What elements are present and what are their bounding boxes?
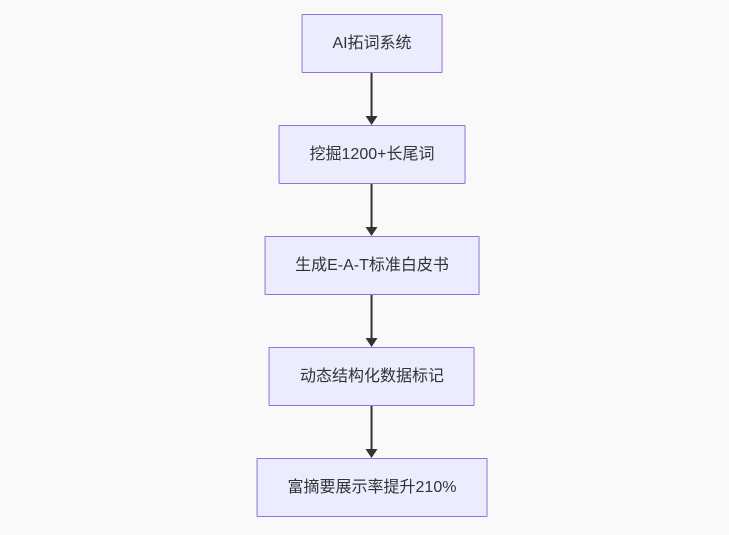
flow-node-structured-data: 动态结构化数据标记	[268, 347, 475, 406]
arrow-line	[371, 295, 373, 338]
flow-node-eat-whitepaper: 生成E-A-T标准白皮书	[264, 236, 480, 295]
arrowhead-down-icon	[366, 338, 378, 347]
flow-node-ai-system: AI拓词系统	[301, 14, 443, 73]
arrow-line	[371, 184, 373, 227]
flow-arrow	[366, 73, 378, 125]
flow-node-rich-snippet-result: 富摘要展示率提升210%	[256, 458, 488, 517]
arrowhead-down-icon	[366, 449, 378, 458]
flow-arrow	[366, 295, 378, 347]
arrow-line	[371, 73, 373, 116]
flowchart-column: AI拓词系统 挖掘1200+长尾词 生成E-A-T标准白皮书 动态结构化数据标记…	[256, 14, 488, 517]
flow-arrow	[366, 184, 378, 236]
arrow-line	[371, 406, 373, 449]
arrowhead-down-icon	[366, 116, 378, 125]
flow-arrow	[366, 406, 378, 458]
arrowhead-down-icon	[366, 227, 378, 236]
flow-node-longtail-keywords: 挖掘1200+长尾词	[278, 125, 466, 184]
